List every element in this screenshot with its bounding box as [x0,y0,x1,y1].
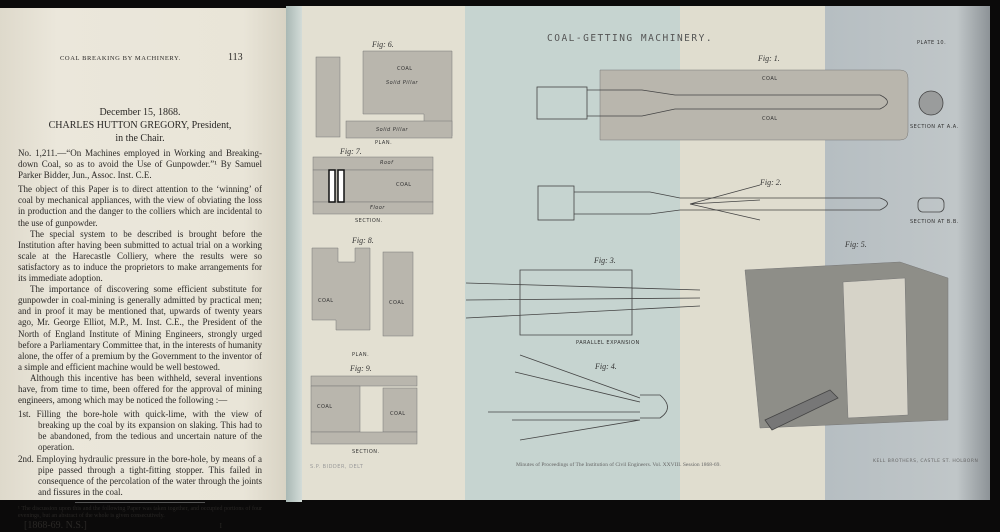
fig6-pillar-label: Solid Pillar [386,80,419,86]
meeting-date: December 15, 1868. [99,107,181,118]
list-text: Employing hydraulic pressure in the bore… [36,453,262,497]
list-num: 1st. [18,409,31,420]
fig5-cut-face [842,277,909,419]
fig6-pillar-label-2: Solid Pillar [376,127,409,133]
fig8-label: Fig: 8. [352,236,374,245]
fig8-coal-left: COAL [318,298,334,304]
paragraph: The special system to be described is br… [18,228,262,284]
fig6-label: Fig: 6. [372,40,394,49]
signature-letter: I [219,521,222,530]
fig8-coal-left [311,247,371,331]
fig6-plan: PLAN. [375,140,393,146]
footnote-rule [75,501,205,503]
fig9-label: Fig: 9. [350,364,372,373]
fig9-coal-right [382,387,418,433]
paragraph: Although this incentive has been withhel… [18,372,262,406]
plate-title: COAL-GETTING MACHINERY. [547,33,714,44]
running-head: COAL BREAKING BY MACHINERY. [60,55,181,62]
fig7-section: SECTION. [355,218,383,224]
page-number: 113 [228,52,243,63]
list-item: 1st. Filling the bore-hole with quick-li… [18,409,262,453]
fig2-cylinder [537,185,575,221]
printer-credit: KELL BROTHERS, CASTLE ST. HOLBORN [873,459,979,464]
fig7-floor-label: Floor [370,205,385,211]
fig2-wedges [689,184,761,221]
fig8-coal-right [382,251,414,337]
list-num: 2nd. [18,453,34,464]
fig9-coal-left: COAL [317,404,333,410]
paragraph: The object of this Paper is to direct at… [18,184,262,228]
fig1-ram [587,89,888,117]
book-page-left: COAL BREAKING BY MACHINERY. 113 December… [0,8,286,531]
fig1-coal [599,69,909,141]
fig9-coal-right: COAL [390,411,406,417]
chair-line: CHARLES HUTTON GREGORY, President, [18,119,262,132]
section-aa-label: SECTION AT A.A. [910,124,959,130]
engraver-credit: S.P. BIDDER, DELT [310,464,364,470]
section-bb-label: SECTION AT B.B. [910,219,959,225]
plate-number: PLATE 10. [917,40,947,46]
section-bb-drawing [917,197,945,213]
chair-line-2: in the Chair. [115,133,165,144]
fig7-coal-label: COAL [396,182,412,188]
fig7-floor [312,201,434,215]
fig3-label: Fig: 3. [594,256,616,265]
signature-row: [1868-69. N.S.] I [18,520,262,532]
list-text: Filling the bore-hole with quick-lime, w… [36,409,263,453]
fig9-roof [310,375,418,387]
fig6-coal-label: COAL [397,66,413,72]
fig1-label: Fig: 1. [758,54,780,63]
fig9-floor [310,431,418,445]
book-gutter [286,6,302,502]
signature-mark: [1868-69. N.S.] [24,519,87,531]
chair-role: President, [191,120,232,131]
section-aa-drawing [918,90,944,116]
fig1-coal-bottom: COAL [762,116,778,122]
plate-drawings [310,50,949,445]
paper-heading: No. 1,211.—“On Machines employed in Work… [18,148,262,181]
fig5-machine [764,389,839,431]
plate-caption: Minutes of Proceedings of The Institutio… [516,462,721,468]
fig8-plan: PLAN. [352,352,370,358]
list-item: 2nd. Employing hydraulic pressure in the… [18,454,262,498]
fig1-cylinder [536,86,588,120]
fig4-wedges [488,354,668,441]
fig7-stopping [328,169,336,203]
fig9-section: SECTION. [352,449,380,455]
fig7-roof [312,156,434,171]
fig7-label: Fig: 7. [340,147,362,156]
fig6-pillar-left [315,56,341,138]
parallel-expansion-label: PARALLEL EXPANSION [576,340,640,346]
fig1-coal-top: COAL [762,76,778,82]
fig8-coal-right: COAL [389,300,405,306]
fig4-label: Fig: 4. [595,362,617,371]
paragraph: The importance of discovering some effic… [18,284,262,372]
fig5-label: Fig: 5. [845,240,867,249]
fig7-stopping [337,169,345,203]
fig2-label: Fig: 2. [760,178,782,187]
fig7-roof-label: Roof [380,160,394,166]
chair-name: CHARLES HUTTON GREGORY, [48,120,190,131]
fig6-solid-pillar [345,120,453,139]
fig3-wedges [465,269,701,336]
fig2-ram [574,191,888,215]
footnote: ¹ The discussion upon this and the follo… [18,505,262,519]
